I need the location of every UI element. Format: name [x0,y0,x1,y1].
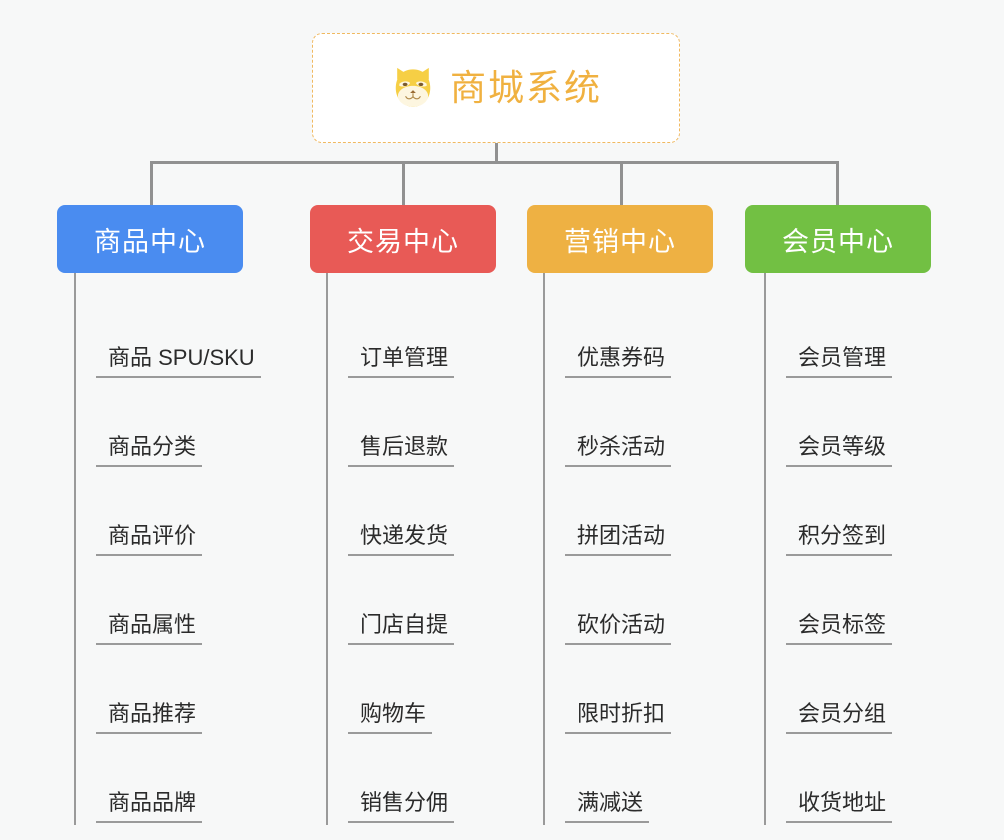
list-item[interactable]: 会员管理 [786,291,965,380]
list-item-label: 会员管理 [786,345,893,378]
branch-trade-center: 交易中心 订单管理 售后退款 快递发货 门店自提 购物车 销售分佣 [310,205,530,825]
list-item-label: 满减送 [565,790,650,823]
list-item-label: 门店自提 [348,612,455,645]
branch-items-member-center: 会员管理 会员等级 积分签到 会员标签 会员分组 收货地址 [764,273,965,825]
branch-product-center: 商品中心 商品 SPU/SKU 商品分类 商品评价 商品属性 商品推荐 商品品牌 [57,205,277,825]
list-item-label: 限时折扣 [565,701,672,734]
list-item[interactable]: 限时折扣 [565,647,747,736]
list-item-label: 售后退款 [348,434,455,467]
branch-header-member-center[interactable]: 会员中心 [745,205,931,273]
list-item[interactable]: 会员标签 [786,558,965,647]
list-item[interactable]: 收货地址 [786,736,965,825]
list-item[interactable]: 商品评价 [96,469,277,558]
list-item-label: 会员标签 [786,612,893,645]
list-item[interactable]: 会员等级 [786,380,965,469]
list-item[interactable]: 秒杀活动 [565,380,747,469]
list-item[interactable]: 满减送 [565,736,747,825]
branch-items-trade-center: 订单管理 售后退款 快递发货 门店自提 购物车 销售分佣 [326,273,530,825]
list-item-label: 商品评价 [96,523,203,556]
connector-drop-1 [150,161,153,207]
list-item-label: 会员分组 [786,701,893,734]
list-item[interactable]: 商品分类 [96,380,277,469]
list-item[interactable]: 优惠券码 [565,291,747,380]
branch-member-center: 会员中心 会员管理 会员等级 积分签到 会员标签 会员分组 收货地址 [745,205,965,825]
root-node-card[interactable]: 商城系统 [312,33,680,143]
list-item[interactable]: 拼团活动 [565,469,747,558]
list-item-label: 商品推荐 [96,701,203,734]
branch-header-marketing-center[interactable]: 营销中心 [527,205,713,273]
branch-title: 营销中心 [564,226,676,257]
branch-header-trade-center[interactable]: 交易中心 [310,205,496,273]
list-item-label: 积分签到 [786,523,893,556]
list-item-label: 订单管理 [348,345,455,378]
list-item-label: 商品品牌 [96,790,203,823]
list-item[interactable]: 快递发货 [348,469,530,558]
connector-trunk-vertical [495,143,498,164]
connector-drop-2 [402,161,405,207]
list-item-label: 销售分佣 [348,790,455,823]
list-item[interactable]: 销售分佣 [348,736,530,825]
branch-title: 会员中心 [782,226,894,257]
list-item-label: 会员等级 [786,434,893,467]
list-item-label: 秒杀活动 [565,434,672,467]
list-item-label: 优惠券码 [565,345,672,378]
list-item[interactable]: 积分签到 [786,469,965,558]
list-item[interactable]: 售后退款 [348,380,530,469]
connector-drop-4 [836,161,839,207]
list-item[interactable]: 砍价活动 [565,558,747,647]
list-item-label: 收货地址 [786,790,893,823]
list-item[interactable]: 订单管理 [348,291,530,380]
list-item[interactable]: 商品推荐 [96,647,277,736]
list-item[interactable]: 商品属性 [96,558,277,647]
list-item-label: 商品属性 [96,612,203,645]
list-item[interactable]: 门店自提 [348,558,530,647]
branch-title: 交易中心 [347,226,459,257]
list-item-label: 商品 SPU/SKU [96,345,261,378]
list-item[interactable]: 商品品牌 [96,736,277,825]
connector-horizontal-bus [150,161,839,164]
connector-drop-3 [620,161,623,207]
root-node-title: 商城系统 [449,67,602,108]
list-item-label: 快递发货 [348,523,455,556]
branch-header-product-center[interactable]: 商品中心 [57,205,243,273]
list-item-label: 砍价活动 [565,612,672,645]
list-item[interactable]: 商品 SPU/SKU [96,291,277,380]
branch-items-product-center: 商品 SPU/SKU 商品分类 商品评价 商品属性 商品推荐 商品品牌 [74,273,277,825]
branch-marketing-center: 营销中心 优惠券码 秒杀活动 拼团活动 砍价活动 限时折扣 满减送 [527,205,747,825]
branch-items-marketing-center: 优惠券码 秒杀活动 拼团活动 砍价活动 限时折扣 满减送 [543,273,747,825]
branch-title: 商品中心 [94,226,206,257]
list-item-label: 购物车 [348,701,433,734]
list-item-label: 商品分类 [96,434,203,467]
shiba-dog-icon [390,65,436,111]
list-item-label: 拼团活动 [565,523,672,556]
list-item[interactable]: 会员分组 [786,647,965,736]
list-item[interactable]: 购物车 [348,647,530,736]
